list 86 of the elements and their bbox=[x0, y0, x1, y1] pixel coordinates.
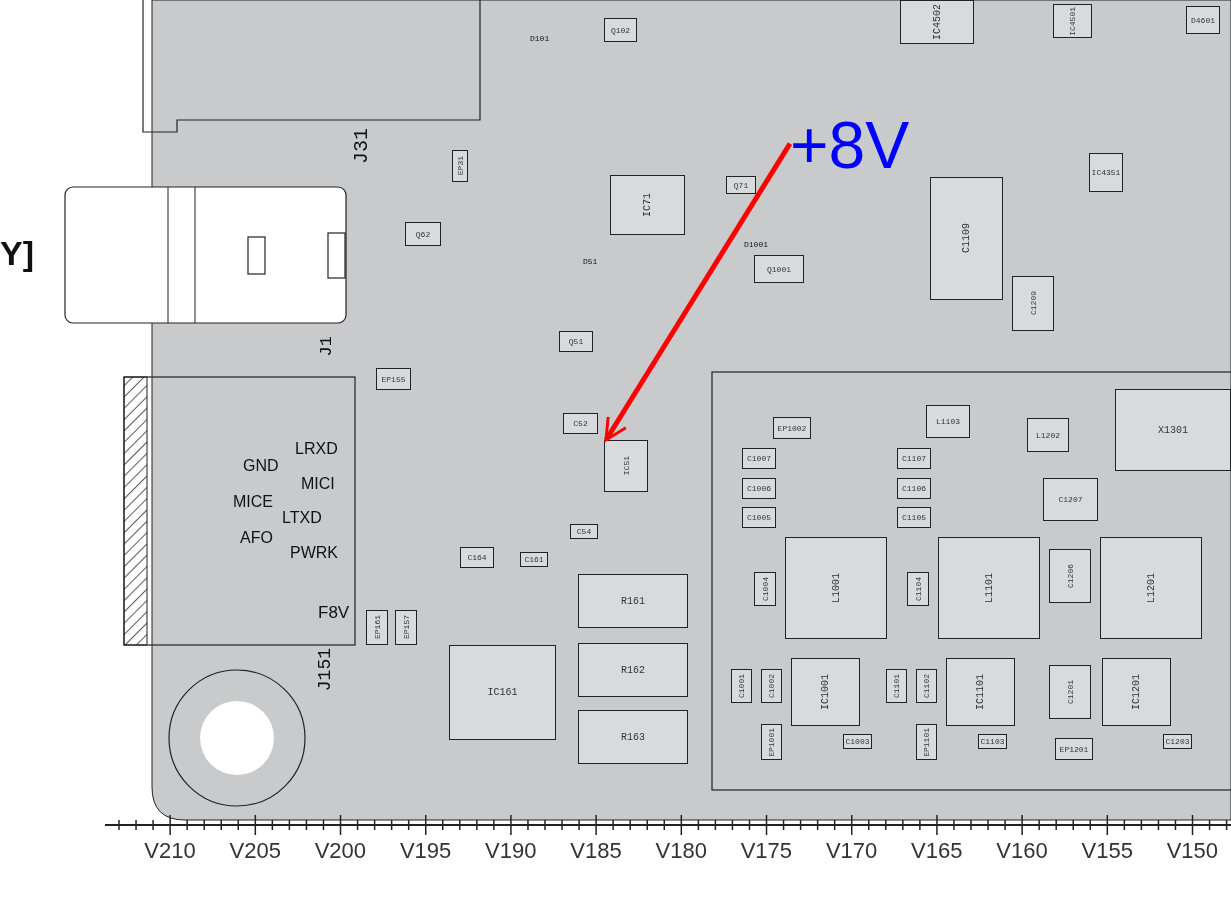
component-footprint: C1109 bbox=[930, 177, 1003, 300]
ruler-label: V155 bbox=[1080, 840, 1134, 862]
component-footprint: C1104 bbox=[907, 572, 929, 606]
signal-name: MICE bbox=[233, 494, 273, 510]
component-footprint: L1103 bbox=[926, 405, 970, 438]
arrow bbox=[603, 142, 793, 442]
component-footprint: C1101 bbox=[886, 669, 907, 703]
component-footprint: EP161 bbox=[366, 610, 388, 645]
signal-name: PWRK bbox=[290, 545, 338, 561]
component-footprint: IC1101 bbox=[946, 658, 1015, 726]
signal-name: F8V bbox=[318, 604, 350, 621]
component-footprint: L1201 bbox=[1100, 537, 1202, 639]
part-designator: J151 bbox=[316, 648, 334, 692]
component-footprint: R163 bbox=[578, 710, 688, 764]
part-designator: D51 bbox=[583, 258, 598, 266]
component-footprint: D4601 bbox=[1186, 6, 1220, 34]
component-footprint: IC1201 bbox=[1102, 658, 1171, 726]
component-footprint: L1101 bbox=[938, 537, 1040, 639]
component-footprint: EP1001 bbox=[761, 724, 782, 760]
component-footprint: C52 bbox=[563, 413, 598, 434]
component-footprint: C1102 bbox=[916, 669, 937, 703]
component-footprint: EP1201 bbox=[1055, 738, 1093, 760]
component-footprint: C161 bbox=[520, 552, 548, 567]
component-footprint: IC4502 bbox=[900, 0, 974, 44]
component-footprint: C1002 bbox=[761, 669, 782, 703]
component-footprint: EP1002 bbox=[773, 417, 811, 439]
ruler-label: V160 bbox=[995, 840, 1049, 862]
signal-name: MICI bbox=[301, 476, 335, 492]
ruler-label: V200 bbox=[313, 840, 368, 862]
component-footprint: IC51 bbox=[604, 440, 648, 492]
cut-off-text: Y] bbox=[0, 236, 34, 270]
ruler-label: V165 bbox=[910, 840, 964, 862]
component-footprint: C1001 bbox=[731, 669, 752, 703]
ruler-label: V150 bbox=[1165, 840, 1220, 862]
component-footprint: C1206 bbox=[1049, 549, 1091, 603]
component-footprint: C1105 bbox=[897, 507, 931, 528]
component-footprint: C1007 bbox=[742, 448, 776, 469]
component-footprint: R161 bbox=[578, 574, 688, 628]
ruler-label: V185 bbox=[569, 840, 623, 862]
ruler-label: V170 bbox=[824, 840, 879, 862]
component-footprint: C54 bbox=[570, 524, 598, 539]
ruler-label: V175 bbox=[739, 840, 794, 862]
component-footprint: IC71 bbox=[610, 175, 685, 235]
component-footprint: C1103 bbox=[978, 734, 1007, 749]
component-footprint: Q71 bbox=[726, 176, 756, 194]
component-footprint: EP155 bbox=[376, 368, 411, 390]
component-footprint: EP157 bbox=[395, 610, 417, 645]
signal-name: LTXD bbox=[282, 510, 322, 526]
component-footprint: C1107 bbox=[897, 448, 931, 469]
ruler-label: V190 bbox=[484, 840, 538, 862]
component-footprint: IC4351 bbox=[1089, 153, 1123, 192]
component-footprint: C1207 bbox=[1043, 478, 1098, 521]
ruler-label: V180 bbox=[654, 840, 708, 862]
component-footprint: C1003 bbox=[843, 734, 872, 749]
part-designator: D101 bbox=[530, 35, 550, 43]
signal-name: AFO bbox=[240, 530, 273, 546]
component-footprint: C1004 bbox=[754, 572, 776, 606]
component-footprint: IC1001 bbox=[791, 658, 860, 726]
component-footprint: C1203 bbox=[1163, 734, 1192, 749]
component-footprint: Q51 bbox=[559, 331, 593, 352]
component-footprint: C1005 bbox=[742, 507, 776, 528]
component-footprint: IC4501 bbox=[1053, 4, 1092, 38]
component-footprint: EP31 bbox=[452, 150, 468, 182]
ruler-label: V195 bbox=[398, 840, 453, 862]
component-footprint: C1006 bbox=[742, 478, 776, 499]
part-designator: J1 bbox=[318, 336, 335, 357]
signal-name: GND bbox=[243, 458, 279, 474]
component-footprint: EP1101 bbox=[916, 724, 937, 760]
voltage-label: +8V bbox=[790, 112, 920, 178]
part-designator: D1001 bbox=[744, 241, 768, 249]
component-footprint: Q62 bbox=[405, 222, 441, 246]
component-footprint: C1201 bbox=[1049, 665, 1091, 719]
component-footprint: Q102 bbox=[604, 18, 637, 42]
component-footprint: X1301 bbox=[1115, 389, 1231, 471]
component-footprint: Q1001 bbox=[754, 255, 804, 283]
component-footprint: IC161 bbox=[449, 645, 556, 740]
ruler-label: V205 bbox=[228, 840, 282, 862]
component-footprint: L1202 bbox=[1027, 418, 1069, 452]
component-footprint: C1106 bbox=[897, 478, 931, 499]
part-designator: J31 bbox=[352, 128, 372, 164]
component-footprint: C1209 bbox=[1012, 276, 1054, 331]
component-footprint: C164 bbox=[460, 547, 494, 568]
component-footprint: L1001 bbox=[785, 537, 887, 639]
ruler-label: V210 bbox=[143, 840, 197, 862]
component-footprint: R162 bbox=[578, 643, 688, 697]
signal-name: LRXD bbox=[295, 441, 338, 457]
